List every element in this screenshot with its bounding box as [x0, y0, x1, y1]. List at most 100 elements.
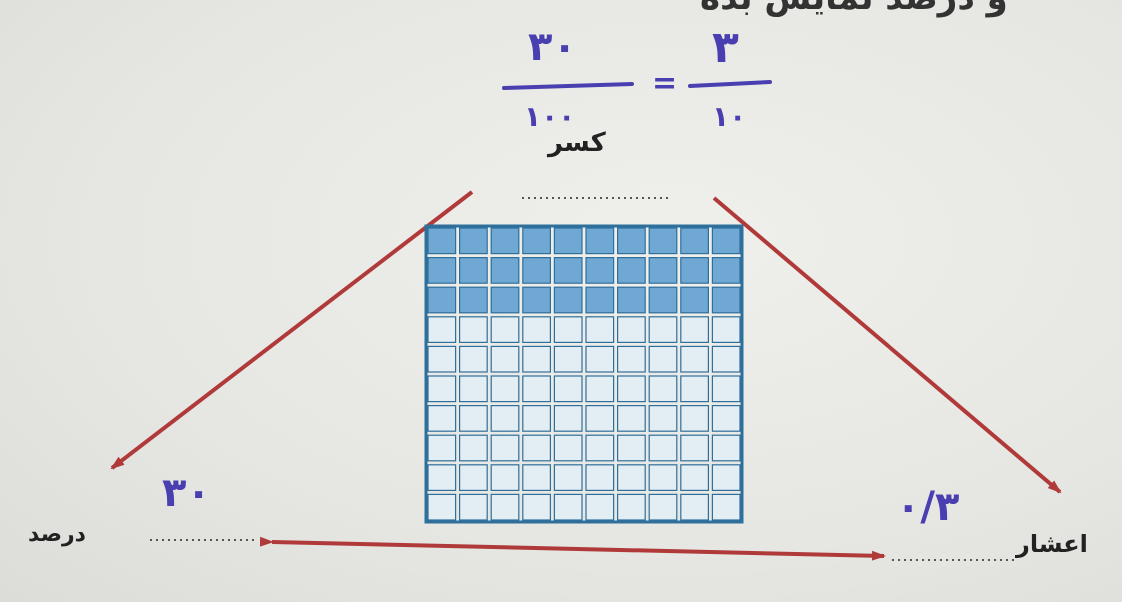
grid-cell [553, 464, 583, 491]
grid-cell-shaded [680, 227, 709, 255]
grid-cell [459, 464, 488, 491]
grid-cell-shaded [648, 286, 678, 314]
grid-cell [616, 405, 646, 432]
grid-cell [459, 405, 488, 432]
grid-cell [680, 316, 709, 343]
grid-cell-shaded [553, 257, 583, 284]
arrow-to-percent [110, 190, 474, 470]
grid-cell [616, 434, 646, 462]
grid-cell [522, 434, 551, 462]
arrow-to-decimal [712, 196, 1062, 494]
grid-cell-shaded [711, 286, 741, 314]
grid-cell [490, 316, 520, 343]
grid-cell [522, 316, 551, 343]
grid-cell [585, 464, 615, 491]
grid-border [424, 224, 744, 524]
grid-cell [490, 464, 520, 491]
grid-cell-shaded [585, 286, 615, 314]
grid-cell [711, 375, 741, 403]
grid-cell-shaded [459, 257, 488, 284]
grid-cell [553, 345, 583, 373]
grid-cell [522, 493, 551, 521]
grid-cell [585, 345, 615, 373]
fraction-bar-2 [688, 80, 772, 88]
grid-cell [427, 316, 457, 343]
grid-cell [616, 493, 646, 521]
grid-cell [585, 493, 615, 521]
grid-cell [711, 405, 741, 432]
grid-cell-shaded [490, 257, 520, 284]
grid-cell [427, 493, 457, 521]
fraction-numerator-1: ۳۰ [528, 24, 577, 70]
grid-cell [648, 493, 678, 521]
grid-cell [680, 464, 709, 491]
grid-cell [522, 375, 551, 403]
grid-cell-shaded [680, 257, 709, 284]
grid-cell-shaded [616, 286, 646, 314]
grid-cell [616, 375, 646, 403]
grid-cell [427, 345, 457, 373]
grid-cell [585, 375, 615, 403]
decimal-label: اعشار [1016, 530, 1088, 558]
grid-cell [711, 316, 741, 343]
grid-cell [648, 464, 678, 491]
grid-cell-shaded [680, 286, 709, 314]
grid-cell [680, 434, 709, 462]
grid-cell [711, 464, 741, 491]
grid-cell [680, 375, 709, 403]
clipped-header-text: و درصد نمایش بده [700, 0, 1008, 18]
grid-cell [585, 405, 615, 432]
grid-cell-shaded [522, 286, 551, 314]
grid-cell [522, 464, 551, 491]
grid-cell [680, 493, 709, 521]
percent-label: درصد [28, 522, 86, 547]
grid-cell-shaded [427, 227, 457, 255]
grid-cell-shaded [616, 227, 646, 255]
grid-cell [616, 464, 646, 491]
hundred-grid [424, 224, 744, 524]
grid-cell-shaded [490, 227, 520, 255]
grid-cell-shaded [522, 257, 551, 284]
grid-cell [711, 434, 741, 462]
grid-cell [553, 375, 583, 403]
grid-cell [490, 434, 520, 462]
fraction-label: کسر [548, 128, 606, 158]
grid-cell-shaded [711, 227, 741, 255]
grid-cell [648, 345, 678, 373]
grid-cell [427, 405, 457, 432]
grid-cell-shaded [616, 257, 646, 284]
grid-cell [490, 345, 520, 373]
grid-cell-shaded [427, 286, 457, 314]
grid-cell-shaded [427, 257, 457, 284]
fraction-denominator-1: ۱۰۰ [524, 100, 576, 133]
grid-cell [648, 375, 678, 403]
grid-cell [553, 316, 583, 343]
arrow-between-percent-decimal [259, 536, 886, 561]
grid-cell [490, 405, 520, 432]
grid-cell [648, 434, 678, 462]
grid-cell [648, 316, 678, 343]
grid-cell [585, 316, 615, 343]
grid-cell [427, 464, 457, 491]
grid-cell [553, 434, 583, 462]
grid-cell [553, 405, 583, 432]
grid-cell-shaded [459, 227, 488, 255]
grid-cell-shaded [459, 286, 488, 314]
grid-cell [459, 375, 488, 403]
grid-cell [459, 493, 488, 521]
grid-cell-shaded [553, 227, 583, 255]
fraction-equals-sign: = [652, 66, 678, 101]
grid-cell [616, 345, 646, 373]
grid-cell [522, 405, 551, 432]
grid-cell-shaded [490, 286, 520, 314]
grid-cell [711, 493, 741, 521]
decimal-value: ٠/۳ [896, 484, 960, 530]
grid-cell [680, 405, 709, 432]
fraction-bar-1 [502, 82, 634, 90]
grid-cell [553, 493, 583, 521]
grid-cell [459, 434, 488, 462]
grid-cell-shaded [648, 257, 678, 284]
grid-cell-shaded [711, 257, 741, 284]
fraction-numerator-2: ۳ [712, 22, 739, 73]
grid-cell [522, 345, 551, 373]
